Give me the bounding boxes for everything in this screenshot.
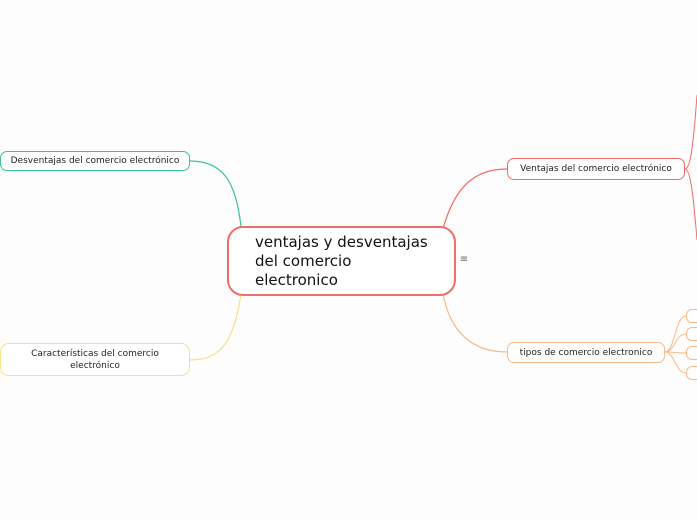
subtopic-tipos-3[interactable]: c [686, 346, 697, 360]
topic-caracteristicas[interactable]: Características del comercio electrónico [0, 343, 190, 376]
central-topic-line3: electronico [255, 271, 338, 289]
subtopic-tipos-1[interactable]: c [686, 309, 697, 323]
topic-desventajas-label: Desventajas del comercio electrónico [10, 156, 180, 166]
link-ventajas-out [684, 94, 697, 170]
topic-desventajas[interactable]: Desventajas del comercio electrónico [0, 151, 190, 171]
link-desventajas [189, 160, 242, 228]
link-ventajas-out-2 [684, 168, 697, 241]
topic-tipos[interactable]: tipos de comercio electronico [507, 342, 665, 363]
topic-tipos-label: tipos de comercio electronico [519, 347, 653, 358]
topic-caracteristicas-line1: Características del comercio [31, 348, 159, 359]
topic-ventajas[interactable]: Ventajas del comercio electrónico [507, 158, 685, 180]
link-tipos-c2 [664, 333, 687, 353]
link-caracteristicas [189, 293, 242, 361]
link-ventajas [442, 168, 508, 230]
link-tipos-c4 [664, 351, 687, 374]
central-topic[interactable]: ventajas y desventajas del comercio elec… [227, 226, 456, 296]
topic-caracteristicas-label: Características del comercio electrónico [31, 348, 159, 372]
link-tipos [442, 293, 508, 353]
subtopic-tipos-2[interactable]: c [686, 327, 697, 341]
central-topic-line1: ventajas y desventajas [255, 233, 428, 251]
topic-ventajas-label: Ventajas del comercio electrónico [520, 164, 672, 174]
subtopic-tipos-4[interactable]: c [686, 366, 697, 380]
menu-icon[interactable]: ≡ [459, 254, 469, 265]
topic-caracteristicas-line2: electrónico [70, 360, 120, 371]
central-topic-line2: del comercio [255, 252, 352, 270]
link-tipos-c1 [664, 315, 687, 353]
